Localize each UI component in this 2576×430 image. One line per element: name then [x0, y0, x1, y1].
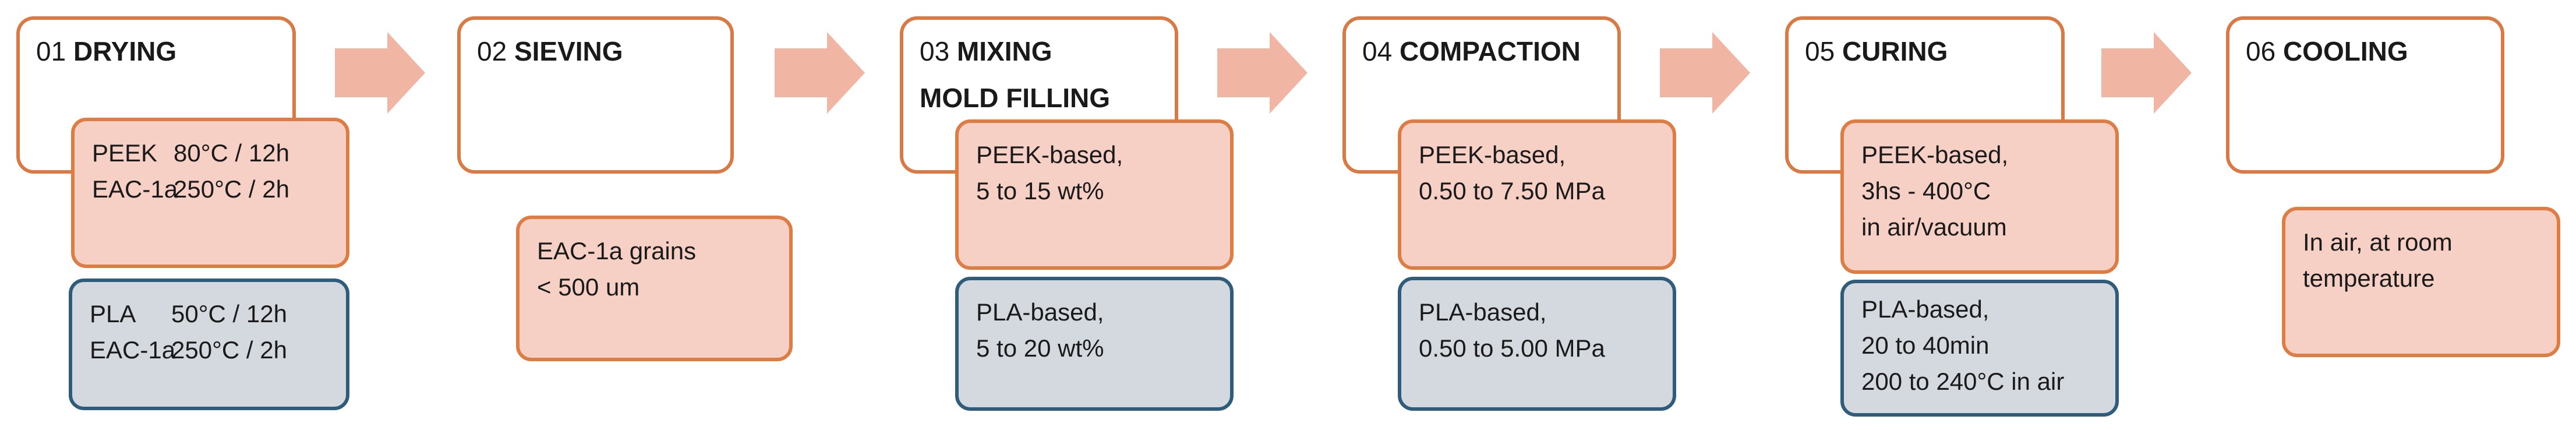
step-number: 05 [1805, 36, 1835, 66]
step-title: 02 SIEVING [477, 33, 623, 70]
pla-note-curing: PLA-based, 20 to 40min 200 to 240°C in a… [1840, 280, 2119, 417]
step-number: 01 [36, 36, 66, 66]
pla-note-mixing: PLA-based, 5 to 20 wt% [955, 277, 1234, 411]
note-line: PEEK-based, [1419, 141, 1566, 168]
note-row: EAC-1a250°C / 2h [90, 332, 328, 368]
step-title: 05 CURING [1805, 33, 1948, 70]
step-number: 06 [2246, 36, 2276, 66]
step-name: COMPACTION [1399, 36, 1581, 66]
condition-value: 50°C / 12h [171, 300, 287, 327]
pla-note-compaction: PLA-based, 0.50 to 5.00 MPa [1398, 277, 1676, 411]
note-line: 5 to 15 wt% [976, 177, 1104, 205]
step-sieving: 02 SIEVING [457, 16, 734, 174]
cooling-note: In air, at room temperature [2282, 207, 2560, 357]
pla-note-drying: PLA 50°C / 12h EAC-1a250°C / 2h [69, 279, 349, 410]
note-row: PLA 50°C / 12h [90, 296, 328, 332]
note-line: 0.50 to 5.00 MPa [1419, 334, 1605, 362]
material-label: EAC-1a [92, 175, 178, 203]
note-row: PEEK 80°C / 12h [92, 135, 328, 171]
note-line: PEEK-based, [1861, 141, 2009, 168]
arrow-right-icon [1217, 32, 1308, 114]
note-line: in air/vacuum [1861, 213, 2007, 241]
step-title: 06 COOLING [2246, 33, 2408, 70]
arrow-right-icon [775, 32, 865, 114]
step-name: COOLING [2282, 36, 2408, 66]
note-line: 20 to 40min [1861, 332, 1990, 359]
note-line: 0.50 to 7.50 MPa [1419, 177, 1605, 205]
note-line: 3hs - 400°C [1861, 177, 1991, 205]
condition-value: 250°C / 2h [171, 336, 287, 364]
note-row: EAC-1a250°C / 2h [92, 171, 328, 207]
condition-value: 80°C / 12h [174, 139, 289, 167]
step-name-line2: MOLD FILLING [920, 83, 1111, 113]
step-number: 03 [920, 36, 950, 66]
material-label: PEEK [92, 139, 158, 167]
note-line: PEEK-based, [976, 141, 1123, 168]
step-cooling: 06 COOLING [2226, 16, 2504, 174]
note-line: 5 to 20 wt% [976, 334, 1104, 362]
arrow-right-icon [1660, 32, 1750, 114]
note-line: < 500 um [537, 273, 640, 301]
step-title: 01 DRYING [36, 33, 176, 70]
note-line: temperature [2303, 265, 2435, 292]
peek-note-curing: PEEK-based, 3hs - 400°C in air/vacuum [1840, 119, 2119, 274]
note-line: 200 to 240°C in air [1861, 368, 2065, 395]
material-label: EAC-1a [90, 336, 176, 364]
condition-value: 250°C / 2h [174, 175, 289, 203]
step-name: MIXING [956, 36, 1052, 66]
note-line: In air, at room [2303, 228, 2453, 256]
step-title: 04 COMPACTION [1362, 33, 1581, 70]
sieving-note: EAC-1a grains < 500 um [516, 216, 793, 361]
arrow-right-icon [335, 32, 425, 114]
note-line: PLA-based, [1419, 298, 1547, 326]
step-name: CURING [1842, 36, 1948, 66]
step-name: DRYING [73, 36, 177, 66]
step-name: SIEVING [514, 36, 623, 66]
arrow-right-icon [2101, 32, 2192, 114]
peek-note-drying: PEEK 80°C / 12h EAC-1a250°C / 2h [71, 118, 349, 268]
note-line: PLA-based, [976, 298, 1104, 326]
note-line: EAC-1a grains [537, 237, 697, 265]
note-line: PLA-based, [1861, 295, 1990, 323]
step-number: 04 [1362, 36, 1393, 66]
peek-note-compaction: PEEK-based, 0.50 to 7.50 MPa [1398, 119, 1676, 270]
step-number: 02 [477, 36, 507, 66]
peek-note-mixing: PEEK-based, 5 to 15 wt% [955, 119, 1234, 270]
step-title: 03 MIXING MOLD FILLING [920, 33, 1110, 117]
material-label: PLA [90, 300, 136, 327]
